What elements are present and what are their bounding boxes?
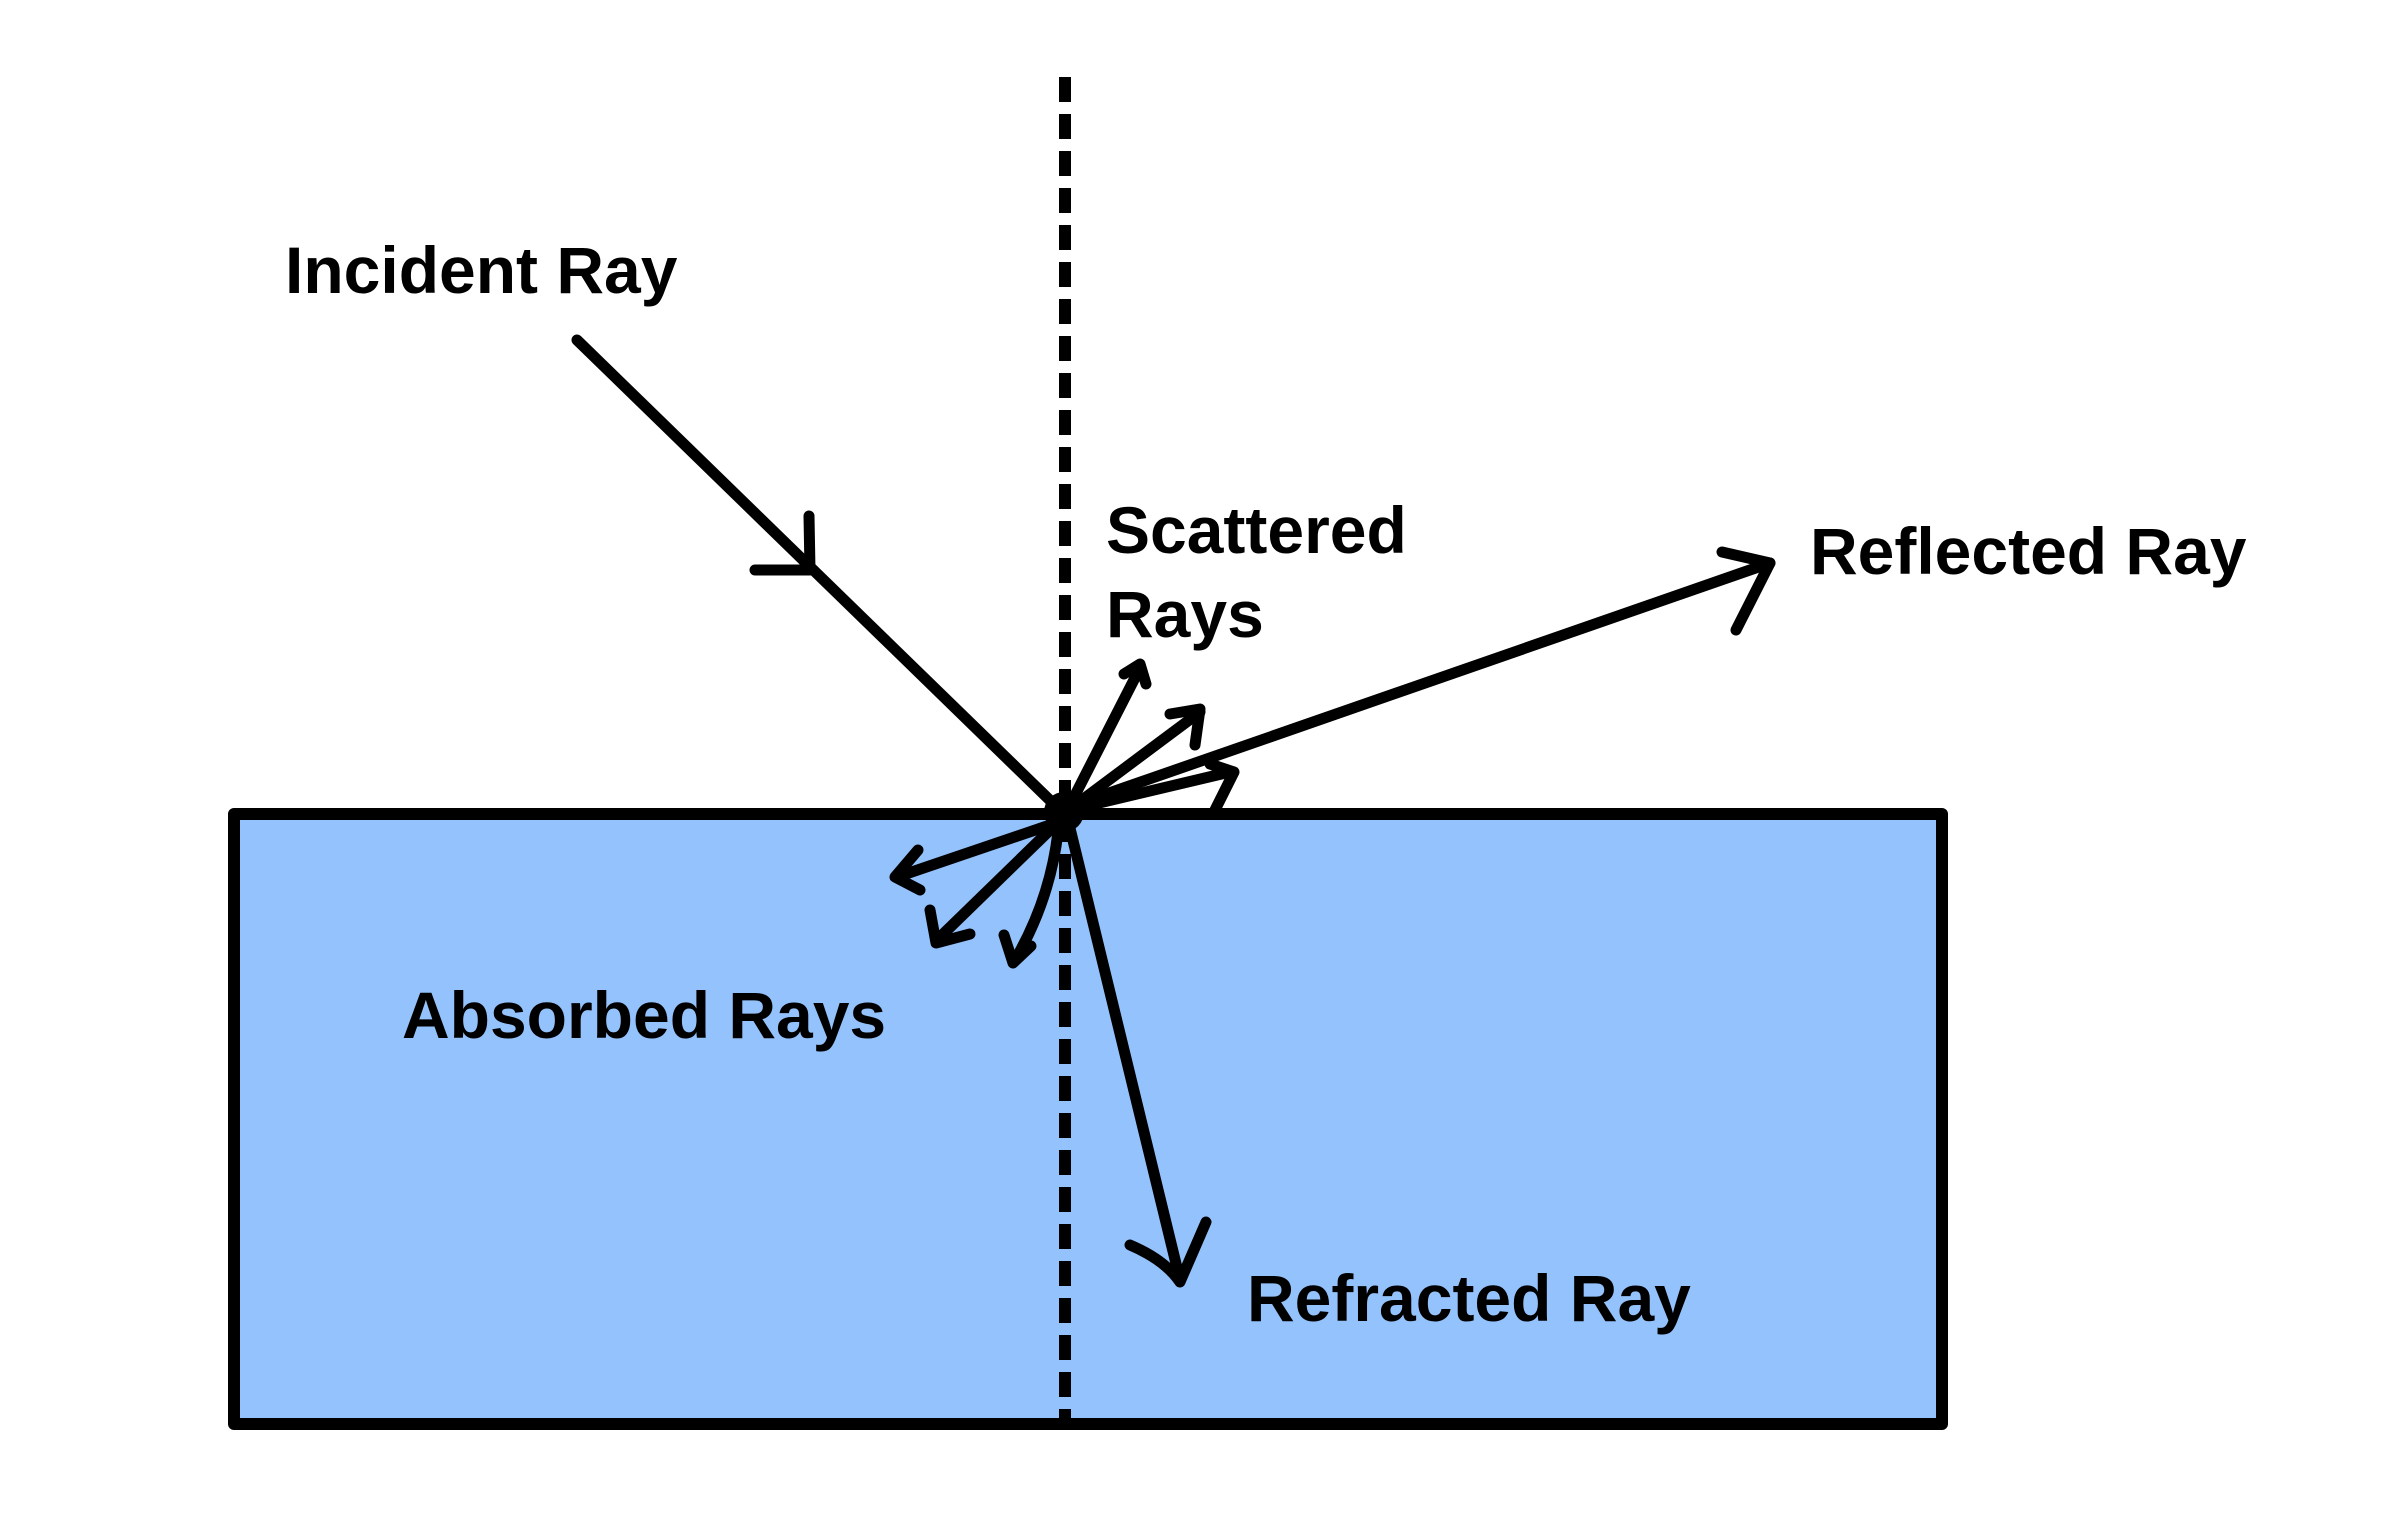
absorbed-ray-1 <box>891 819 1056 883</box>
absorbed-arrowhead-3-icon <box>998 929 1037 969</box>
label-scattered-rays-line1: Scattered <box>1106 493 1407 567</box>
absorbed-rays <box>889 819 1064 969</box>
reflected-ray <box>1060 546 1776 814</box>
label-incident-ray: Incident Ray <box>285 233 678 307</box>
label-refracted-ray: Refracted Ray <box>1247 1261 1691 1335</box>
refracted-ray-line <box>1062 814 1186 1286</box>
reflected-arrowhead-icon <box>1716 546 1776 636</box>
absorbed-arrowhead-1-icon <box>889 844 926 896</box>
scattered-arrowhead-3-icon <box>1204 758 1240 818</box>
incident-arrowhead-icon <box>749 510 816 576</box>
incident-ray <box>571 334 1068 818</box>
incident-ray-line <box>571 334 1068 818</box>
point-of-incidence <box>1044 792 1084 832</box>
scattered-ray-3 <box>1072 766 1236 814</box>
absorbed-arrowhead-2-icon <box>924 904 976 949</box>
scattered-ray-1 <box>1064 662 1146 811</box>
scattered-ray-2 <box>1068 706 1206 812</box>
absorbed-ray-2 <box>931 824 1056 946</box>
scattered-rays <box>1064 658 1240 818</box>
refracted-ray <box>1062 814 1212 1288</box>
reflected-ray-line <box>1060 557 1776 814</box>
refracted-arrowhead-icon <box>1124 1216 1212 1288</box>
label-reflected-ray: Reflected Ray <box>1810 514 2247 588</box>
scattered-arrowhead-1-icon <box>1118 658 1152 690</box>
label-absorbed-rays: Absorbed Rays <box>402 978 886 1052</box>
label-scattered-rays-line2: Rays <box>1106 577 1264 651</box>
scattered-arrowhead-2-icon <box>1164 703 1206 751</box>
